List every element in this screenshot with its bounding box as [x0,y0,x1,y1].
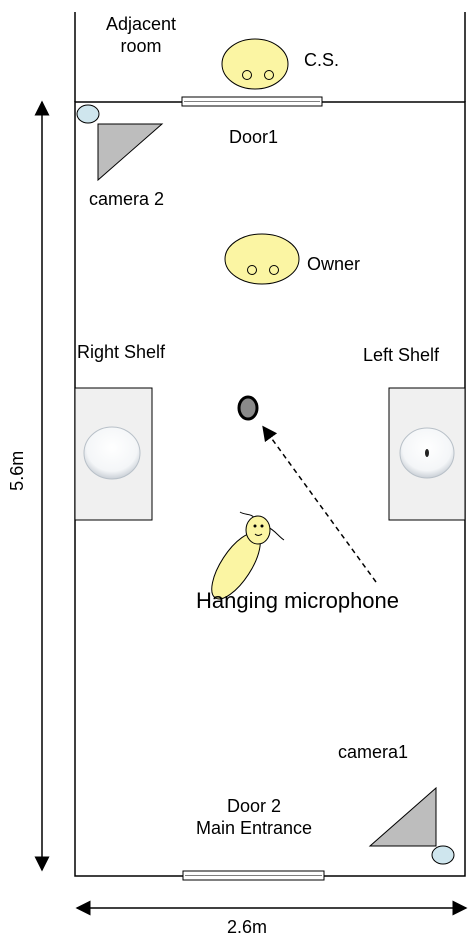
camera1-icon [368,786,455,865]
adjacent-room-label-line1: Adjacent [105,14,177,34]
right-shelf-bowl-icon [83,426,141,480]
door2-label-line1: Door 2 [226,796,282,816]
right-shelf [74,387,153,521]
left-shelf [388,387,466,521]
camera1-label: camera1 [338,742,409,762]
cs-label: C.S. [304,50,340,70]
microphone-pointer-arrow [262,425,377,583]
door2-label: Door 2 Main Entrance [174,796,334,839]
right-shelf-label: Right Shelf [77,342,166,362]
camera2-label: camera 2 [89,189,165,209]
camera2-icon [76,104,164,182]
width-dimension-label: 2.6m [226,917,268,937]
owner-person-icon [224,233,300,285]
microphone-icon [237,395,259,421]
height-dimension-label: 5.6m [7,450,28,491]
dog-icon [211,511,285,600]
owner-label: Owner [307,254,361,274]
adjacent-room-label: Adjacent room [86,14,196,57]
adjacent-room-label-line2: room [120,35,162,56]
left-shelf-label: Left Shelf [363,345,440,365]
door2-label-line2: Main Entrance [195,817,313,838]
door1-label: Door1 [229,127,279,147]
hanging-microphone-label: Hanging microphone [196,588,400,613]
cs-person-icon [221,38,289,90]
